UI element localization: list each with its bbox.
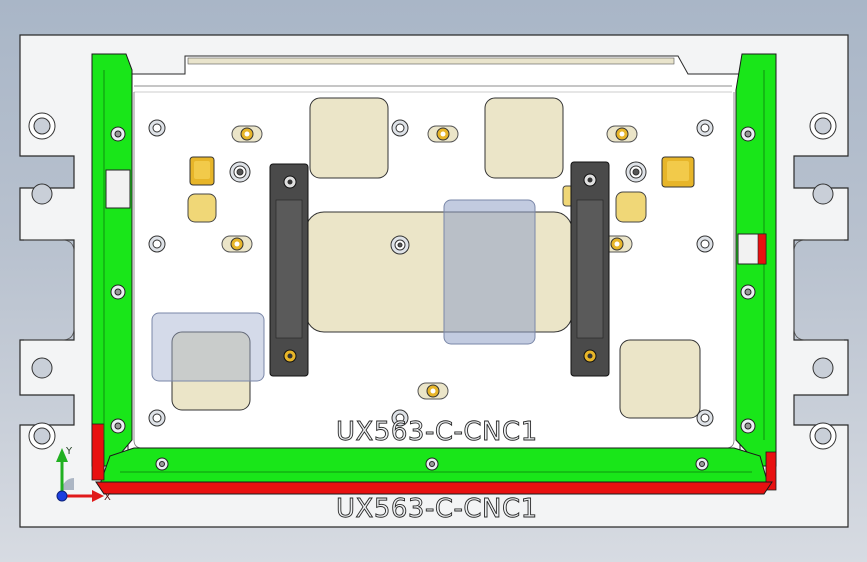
hole-icon <box>148 235 166 253</box>
nut-icon <box>606 125 638 143</box>
hole-icon <box>28 422 56 450</box>
y-axis-label: Y <box>65 446 73 457</box>
hole-icon <box>696 119 714 137</box>
selection-highlight[interactable] <box>151 312 265 382</box>
clamp-block-left <box>269 163 309 377</box>
hole-icon <box>812 183 834 205</box>
clamp-block-right <box>570 161 610 377</box>
screw-icon <box>425 457 439 471</box>
gold-pin-icon <box>189 156 215 186</box>
support-pad <box>619 339 701 419</box>
support-pad <box>171 331 251 411</box>
hole-icon <box>390 235 410 255</box>
gold-nuts <box>221 125 638 400</box>
part-engraving-bottom: UX563-C-CNC1 <box>336 494 538 524</box>
gold-pad <box>187 193 217 223</box>
part-engraving-top: UX563-C-CNC1 <box>336 417 538 447</box>
screw-icon <box>110 284 126 300</box>
nut-icon <box>427 125 459 143</box>
coordinate-triad-icon: Y X <box>56 446 111 503</box>
screw-icon <box>155 457 169 471</box>
screw-icon <box>740 126 756 142</box>
gold-pin-icon <box>661 156 695 188</box>
gold-pad <box>615 191 647 223</box>
clamp-blocks[interactable] <box>269 161 610 377</box>
nut-icon <box>221 235 253 253</box>
selection-highlight[interactable] <box>443 199 536 345</box>
hole-icon <box>148 409 166 427</box>
base-plate-holes <box>28 112 837 450</box>
hole-icon <box>809 112 837 140</box>
gold-pins[interactable] <box>187 156 695 223</box>
support-pad <box>484 97 564 179</box>
hole-icon <box>229 161 251 183</box>
hole-icon <box>391 409 409 427</box>
screw-icon <box>740 284 756 300</box>
hole-icon <box>812 357 834 379</box>
hole-icon <box>148 119 166 137</box>
nut-icon <box>231 125 263 143</box>
hole-icon <box>696 235 714 253</box>
hole-icon <box>696 409 714 427</box>
hole-icon <box>31 183 53 205</box>
x-axis-label: X <box>104 492 111 503</box>
hole-icon <box>31 357 53 379</box>
plate-holes <box>148 119 714 427</box>
hole-icon <box>391 119 409 137</box>
support-pad <box>309 97 389 179</box>
hole-icon <box>28 112 56 140</box>
screw-icon <box>110 418 126 434</box>
screw-icon <box>740 418 756 434</box>
nut-icon <box>417 382 449 400</box>
hole-icon <box>625 161 647 183</box>
frame-screws <box>110 126 756 471</box>
screw-icon <box>110 126 126 142</box>
hole-icon <box>809 422 837 450</box>
screw-icon <box>695 457 709 471</box>
